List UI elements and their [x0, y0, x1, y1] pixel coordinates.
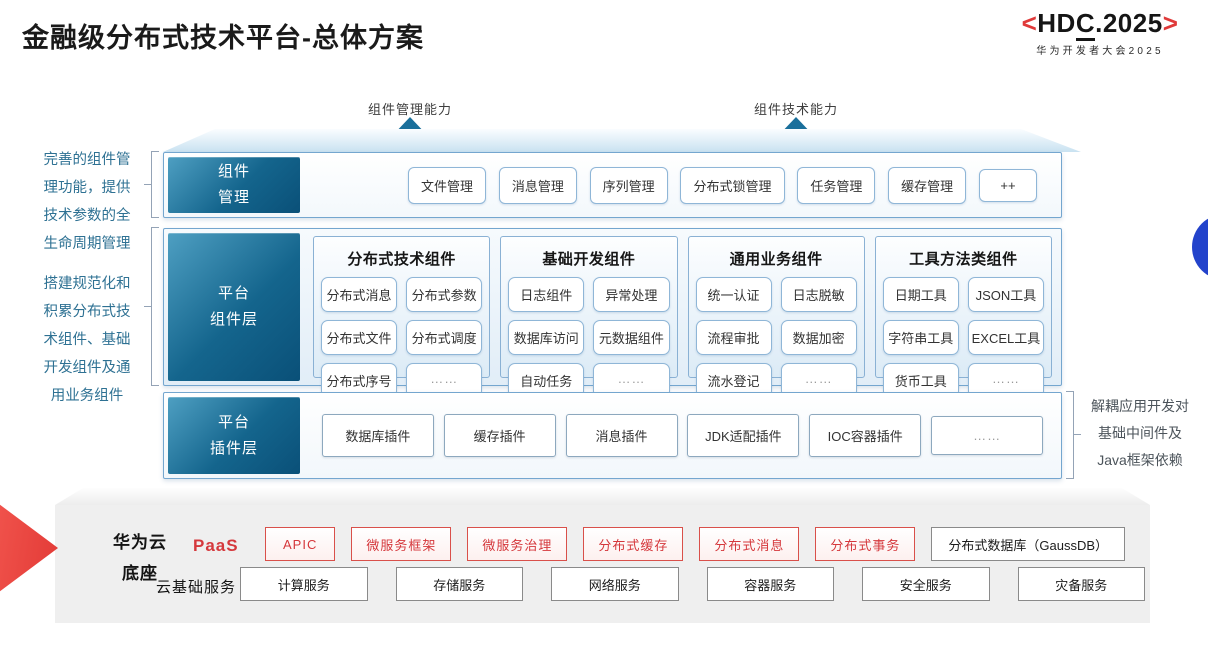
platform-components-row: 平台 组件层 分布式技术组件 分布式消息 分布式参数 分布式文件 分布式调度 分…: [163, 228, 1062, 398]
hdc-logo-text: <HDC.2025>: [998, 8, 1202, 41]
plugin-chip-more: ……: [931, 416, 1044, 455]
component-groups: 分布式技术组件 分布式消息 分布式参数 分布式文件 分布式调度 分布式序号 ………: [313, 236, 1052, 398]
red-arrow-icon: [0, 504, 58, 592]
component-chip: EXCEL工具: [967, 320, 1044, 355]
plugin-items: 数据库插件 缓存插件 消息插件 JDK适配插件 IOC容器插件 ……: [304, 393, 1061, 478]
platform-components-label: 平台 组件层: [168, 233, 300, 381]
group-title: 通用业务组件: [729, 251, 823, 268]
cloud-service-chip: 存储服务: [395, 567, 523, 601]
paas-label: PaaS: [193, 536, 239, 555]
cloud-service-items: 计算服务 存储服务 网络服务 容器服务 安全服务 灾备服务: [240, 567, 1145, 601]
component-chip: 字符串工具: [882, 320, 959, 355]
component-chip: 分布式调度: [406, 320, 483, 355]
plugin-chip: JDK适配插件: [687, 414, 800, 457]
component-chip: 流程审批: [695, 320, 772, 355]
edge-blue-circle: [1192, 214, 1208, 280]
arrow-label-mgmt-capability: 组件管理能力: [367, 102, 452, 117]
logo-text-c-underlined: C: [1075, 8, 1096, 41]
paas-items: APIC 微服务框架 微服务治理 分布式缓存 分布式消息 分布式事务 分布式数据…: [265, 527, 1126, 561]
cloud-services-label: 云基础服务: [156, 579, 237, 596]
component-chip: 元数据组件: [593, 320, 670, 355]
mgmt-chip: 消息管理: [498, 166, 577, 204]
logo-subtitle: 华为开发者大会2025: [1036, 46, 1164, 57]
group-grid: 日期工具 JSON工具 字符串工具 EXCEL工具 货币工具 ……: [882, 277, 1044, 398]
mgmt-chip: 分布式锁管理: [680, 166, 785, 204]
mgmt-chip: 缓存管理: [888, 166, 967, 204]
note-component-mgmt: 完善的组件管 理功能，提供 技术参数的全 生命周期管理: [43, 152, 131, 252]
component-mgmt-row: 组件 管理 文件管理 消息管理 序列管理 分布式锁管理 任务管理 缓存管理 ++: [163, 152, 1062, 218]
mgmt-chip: 文件管理: [408, 166, 487, 204]
component-chip: 统一认证: [695, 277, 772, 312]
foundation-label: 华为云 底座: [113, 533, 167, 583]
paas-chip: 微服务治理: [467, 527, 568, 561]
component-chip: JSON工具: [967, 277, 1044, 312]
logo-text-year: .2025: [1095, 8, 1163, 38]
plugin-chip: IOC容器插件: [809, 414, 922, 457]
logo-text-hd: HD: [1037, 8, 1076, 38]
component-chip: 日期工具: [882, 277, 959, 312]
platform-slab-top: [163, 129, 1081, 152]
group-grid: 日志组件 异常处理 数据库访问 元数据组件 自动任务 ……: [508, 277, 670, 398]
paas-chip: APIC: [265, 527, 336, 561]
bracket-row1: [144, 151, 159, 218]
paas-chip: 微服务框架: [351, 527, 452, 561]
logo-left-angle: <: [1021, 8, 1038, 38]
component-chip: 数据加密: [780, 320, 857, 355]
mgmt-chip: ++: [978, 168, 1037, 202]
hdc-logo: <HDC.2025> 华为开发者大会2025: [998, 8, 1202, 57]
component-chip: 日志组件: [508, 277, 585, 312]
component-mgmt-label: 组件 管理: [168, 157, 300, 213]
foundation-panel: [55, 505, 1150, 623]
plugin-chip: 缓存插件: [443, 414, 556, 457]
component-chip: 分布式参数: [406, 277, 483, 312]
arrow-label-tech-capability: 组件技术能力: [753, 102, 838, 117]
page-title: 金融级分布式技术平台-总体方案: [22, 23, 424, 53]
cloud-service-chip: 网络服务: [551, 567, 679, 601]
group-grid: 分布式消息 分布式参数 分布式文件 分布式调度 分布式序号 ……: [321, 277, 483, 398]
plugin-chip: 数据库插件: [321, 414, 434, 457]
note-decoupling: 解耦应用开发对 基础中间件及 Java框架依赖: [1091, 398, 1189, 468]
group-tool-methods: 工具方法类组件 日期工具 JSON工具 字符串工具 EXCEL工具 货币工具 ……: [874, 236, 1052, 398]
mgmt-chip: 序列管理: [589, 166, 668, 204]
group-distributed-tech: 分布式技术组件 分布式消息 分布式参数 分布式文件 分布式调度 分布式序号 ……: [313, 236, 491, 398]
logo-right-angle: >: [1162, 8, 1179, 38]
bracket-row2: [144, 227, 159, 386]
mgmt-chip: 任务管理: [797, 166, 876, 204]
cloud-service-chip: 容器服务: [706, 567, 834, 601]
paas-chip: 分布式缓存: [583, 527, 684, 561]
cloud-service-chip: 计算服务: [240, 567, 368, 601]
group-title: 工具方法类组件: [909, 251, 1018, 268]
group-basic-dev: 基础开发组件 日志组件 异常处理 数据库访问 元数据组件 自动任务 ……: [500, 236, 678, 398]
group-common-business: 通用业务组件 统一认证 日志脱敏 流程审批 数据加密 流水登记 ……: [687, 236, 865, 398]
plugin-chip: 消息插件: [565, 414, 678, 457]
group-title: 基础开发组件: [542, 251, 636, 268]
component-chip: 日志脱敏: [780, 277, 857, 312]
component-chip: 数据库访问: [508, 320, 585, 355]
cloud-service-chip: 安全服务: [862, 567, 990, 601]
group-title: 分布式技术组件: [347, 251, 456, 268]
bracket-row3: [1066, 391, 1081, 479]
platform-plugins-row: 平台 插件层 数据库插件 缓存插件 消息插件 JDK适配插件 IOC容器插件 ……: [163, 392, 1062, 479]
component-mgmt-items: 文件管理 消息管理 序列管理 分布式锁管理 任务管理 缓存管理 ++: [408, 153, 1037, 217]
group-grid: 统一认证 日志脱敏 流程审批 数据加密 流水登记 ……: [695, 277, 857, 398]
paas-chip: 分布式消息: [699, 527, 800, 561]
paas-chip: 分布式事务: [815, 527, 916, 561]
paas-chip-gaussdb: 分布式数据库（GaussDB）: [931, 527, 1126, 561]
platform-plugins-label: 平台 插件层: [168, 397, 300, 474]
component-chip: 分布式文件: [321, 320, 398, 355]
cloud-service-chip: 灾备服务: [1017, 567, 1145, 601]
foundation-slab-top: [55, 488, 1150, 505]
component-chip: 分布式消息: [321, 277, 398, 312]
component-chip: 异常处理: [593, 277, 670, 312]
note-platform-components: 搭建规范化和 积累分布式技 术组件、基础 开发组件及通 用业务组件: [43, 276, 131, 404]
